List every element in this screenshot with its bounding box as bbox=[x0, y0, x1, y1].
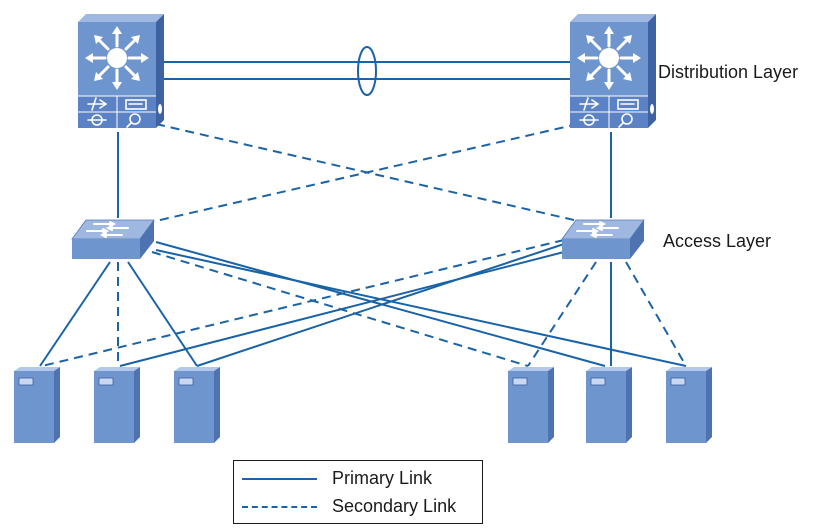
server-3 bbox=[173, 366, 221, 444]
link-access-right-to-server-3 bbox=[196, 243, 565, 367]
link-access-left-to-server-4 bbox=[151, 251, 529, 367]
legend: Primary Link Secondary Link bbox=[233, 460, 483, 524]
access-layer-label: Access Layer bbox=[663, 231, 772, 251]
access-switch-left bbox=[71, 219, 155, 260]
distribution-interconnect-links bbox=[156, 61, 578, 80]
distribution-switch-left bbox=[76, 12, 166, 130]
link-access-right-to-server-6 bbox=[625, 261, 687, 367]
solid-line-icon bbox=[242, 478, 317, 480]
link-dist-right-to-access-left bbox=[133, 123, 579, 227]
server-5 bbox=[585, 366, 633, 444]
legend-secondary-label: Secondary Link bbox=[332, 496, 457, 516]
etherchannel-bundle-icon bbox=[357, 46, 377, 96]
secondary-links bbox=[41, 123, 687, 367]
legend-item-primary: Primary Link bbox=[234, 466, 484, 492]
link-dist-left-to-access-right bbox=[155, 123, 601, 227]
dashed-line-icon bbox=[242, 506, 317, 508]
link-access-right-to-server-4 bbox=[527, 261, 597, 367]
access-switch-right bbox=[561, 219, 645, 260]
distribution-switch-right bbox=[568, 12, 658, 130]
server-4 bbox=[507, 366, 555, 444]
server-6 bbox=[665, 366, 713, 444]
server-2 bbox=[93, 366, 141, 444]
legend-item-secondary: Secondary Link bbox=[234, 494, 484, 520]
link-access-left-to-server-6 bbox=[155, 249, 687, 367]
link-access-left-to-server-1 bbox=[39, 261, 111, 367]
server-1 bbox=[13, 366, 61, 444]
legend-primary-label: Primary Link bbox=[332, 468, 433, 488]
link-access-left-to-server-3 bbox=[127, 261, 198, 367]
distribution-layer-label: Distribution Layer bbox=[658, 62, 799, 82]
